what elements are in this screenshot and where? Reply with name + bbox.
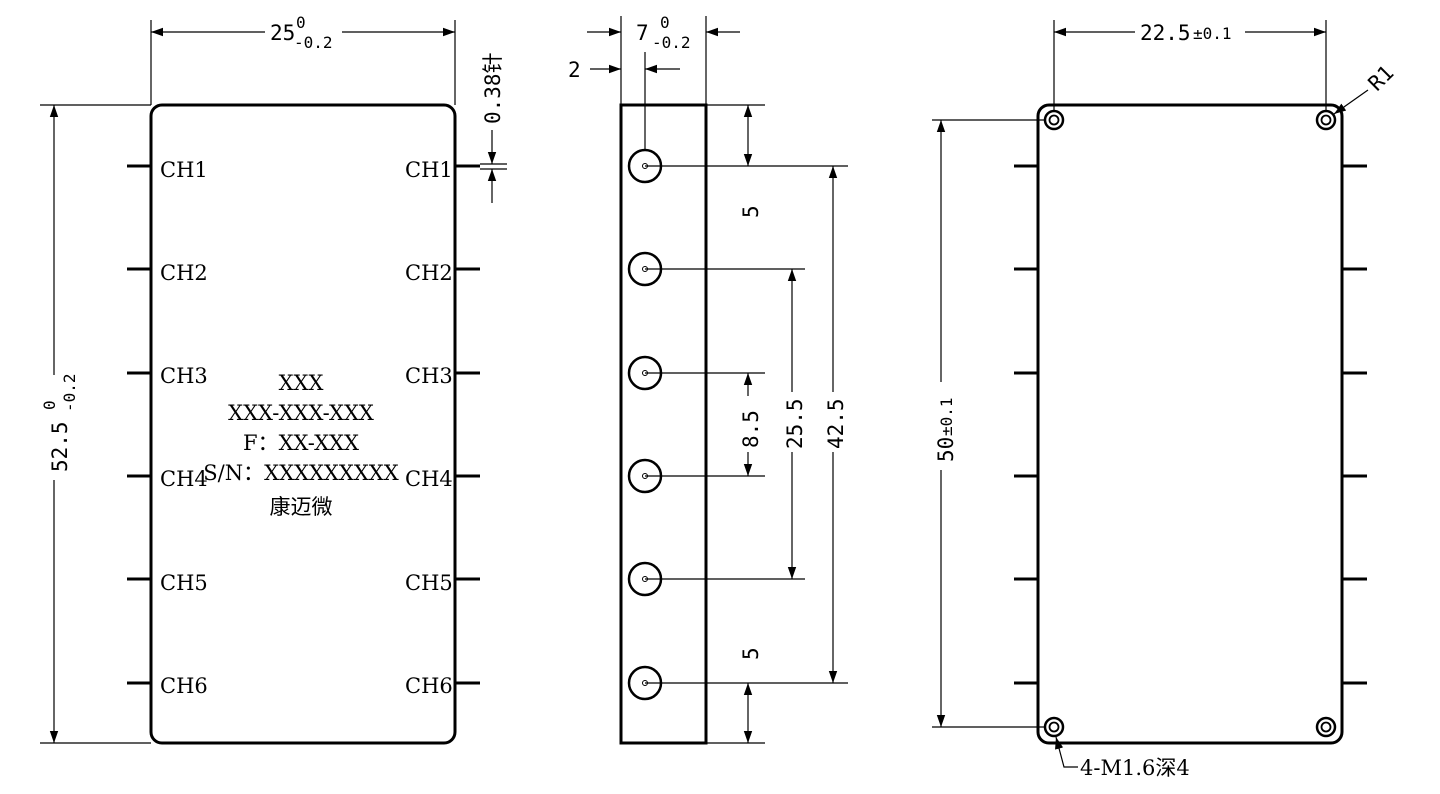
side-width-dimension <box>587 16 740 105</box>
side-connector-centers <box>642 163 648 686</box>
back-width-tol: ±0.1 <box>1193 24 1232 43</box>
left-channel-label: CH5 <box>160 571 208 595</box>
radius-leader <box>1333 89 1369 115</box>
front-width-lower-tol: -0.2 <box>294 33 333 52</box>
side-connectors <box>627 148 663 701</box>
front-pins-right <box>455 164 480 685</box>
right-channel-label: CH1 <box>405 158 453 182</box>
pin-diameter-value: 0.38针 <box>481 52 505 124</box>
back-pins-right <box>1342 164 1367 685</box>
right-channel-label: CH2 <box>405 261 453 285</box>
front-view: CH1 CH2 CH3 CH4 CH5 CH6 CH1 CH2 CH3 CH4 … <box>40 13 507 745</box>
front-height-dimension <box>40 104 151 744</box>
left-channel-label: CH2 <box>160 261 208 285</box>
right-channel-label: CH3 <box>405 364 453 388</box>
right-channel-label: CH4 <box>405 467 453 491</box>
left-channel-label: CH1 <box>160 158 208 182</box>
radius-label: R1 <box>1364 61 1399 96</box>
product-label-line: F：XX-XXX <box>243 431 359 455</box>
front-height-value: 52.5 <box>48 421 72 472</box>
back-body-outline <box>1036 103 1344 745</box>
side-pitch-value: 8.5 <box>739 410 763 448</box>
back-height-tol: ±0.1 <box>937 397 956 436</box>
side-view: 7 0 -0.2 2 5 <box>568 13 848 745</box>
back-height-dimension <box>932 119 1045 728</box>
side-width-upper-tol: 0 <box>660 13 670 32</box>
side-top-value: 5 <box>739 205 763 218</box>
back-width-dimension <box>1053 20 1327 111</box>
front-pins-left <box>127 164 151 685</box>
product-label-line: XXX-XXX-XXX <box>228 401 374 425</box>
side-width-lower-tol: -0.2 <box>652 33 691 52</box>
back-width-value: 22.5 <box>1140 21 1191 45</box>
side-bottom-value: 5 <box>739 647 763 660</box>
pin-diameter-dimension <box>480 130 507 203</box>
back-pins-left <box>1014 164 1038 685</box>
right-channel-label: CH6 <box>405 674 453 698</box>
left-channel-label: CH4 <box>160 467 208 491</box>
front-body-outline <box>149 103 457 745</box>
front-height-lower-tol: -0.2 <box>60 373 79 412</box>
front-height-upper-tol: 0 <box>40 400 59 410</box>
side-offset-value: 2 <box>568 58 581 82</box>
product-label-line: S/N：XXXXXXXXX <box>203 461 398 485</box>
front-width-upper-tol: 0 <box>296 13 306 32</box>
front-width-value: 25 <box>270 21 295 45</box>
front-width-dimension <box>150 20 456 105</box>
back-height-value: 50 <box>934 437 958 462</box>
product-label-line: XXX <box>279 371 324 395</box>
mounting-holes <box>1043 109 1337 738</box>
side-mid-span-value: 25.5 <box>783 398 807 449</box>
left-channel-label: CH3 <box>160 364 208 388</box>
side-width-value: 7 <box>636 21 649 45</box>
side-body-outline <box>619 103 708 745</box>
left-channel-label: CH6 <box>160 674 208 698</box>
right-channel-label: CH5 <box>405 571 453 595</box>
side-offset-dimension <box>590 52 680 150</box>
back-view: 22.5 ±0.1 50 ±0.1 R1 4-M1.6深4 <box>932 20 1398 780</box>
hole-leader <box>1055 736 1078 768</box>
product-label-line: 康迈微 <box>270 495 333 519</box>
side-full-span-value: 42.5 <box>824 398 848 449</box>
hole-label: 4-M1.6深4 <box>1080 756 1190 780</box>
